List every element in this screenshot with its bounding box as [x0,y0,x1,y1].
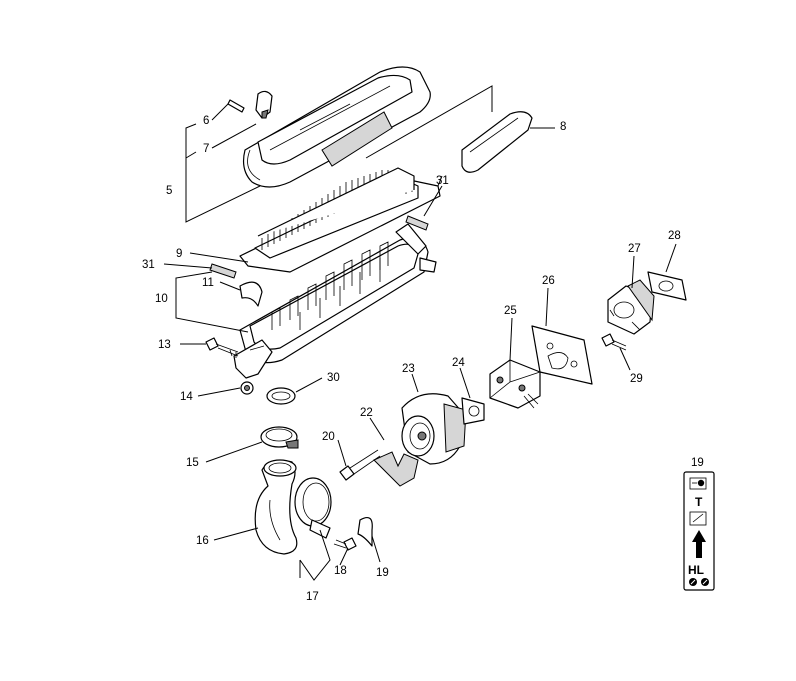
callout-labels: 6 7 5 8 31 9 31 11 10 13 14 30 15 16 17 … [142,115,681,603]
callout-25: 25 [504,305,517,317]
callout-22: 22 [360,407,373,419]
insulator-plate [531,325,593,385]
clamp-screw [333,537,357,551]
gasket-ring [266,387,296,405]
hose-clamp [260,426,299,449]
latch [255,90,273,119]
decal-callout-19: 19 [691,457,704,469]
choke-icon [689,477,707,490]
pin [227,99,245,113]
air-cleaner-cover [242,66,431,188]
spacer-seal-right [405,215,429,231]
callout-30: 30 [327,372,340,384]
air-filter-element [239,167,441,273]
intake-manifold [607,279,655,335]
callout-24: 24 [452,357,465,369]
throttle-icon [689,511,707,526]
decal-hl-text: HL [688,563,704,577]
callout-23: 23 [402,363,415,375]
carburetor [489,359,541,409]
adapter-housing [401,393,467,465]
callout-8: 8 [560,121,566,133]
callout-15: 15 [186,457,199,469]
manifold-bolt [601,333,627,351]
callout-19: 19 [376,567,389,579]
callout-14: 14 [180,391,193,403]
callout-9: 9 [176,248,182,260]
nut [240,381,254,395]
band-clamp [294,477,332,539]
callout-29: 29 [630,373,643,385]
screw [205,337,239,358]
callout-11: 11 [202,277,214,289]
intake-elbow [254,459,298,555]
adapter-gasket [461,397,485,425]
leader-lines [163,85,677,581]
spacer-seal-left [209,263,237,279]
callout-7: 7 [203,143,209,155]
callout-26: 26 [542,275,555,287]
bracket [373,451,419,487]
callout-16: 16 [196,535,209,547]
pre-filter [461,111,533,173]
label-strip [357,517,373,547]
callout-31-right: 31 [436,175,449,187]
callout-18: 18 [334,565,347,577]
callout-28: 28 [668,230,681,242]
bolt [339,449,381,481]
manifold-gasket [647,271,687,301]
callout-31-left: 31 [142,259,155,271]
arrow-up-icon [692,530,706,558]
decal-t-text: T [695,495,703,509]
callout-27: 27 [628,243,641,255]
callout-13: 13 [158,339,171,351]
callout-5: 5 [166,185,172,197]
callout-6: 6 [203,115,209,127]
air-cleaner-case [233,223,437,379]
seal-clip [239,281,263,307]
callout-17: 17 [306,591,319,603]
decal-label-panel: 19 T HL [683,457,715,591]
callout-10: 10 [155,293,168,305]
adjust-screws-icon [689,578,709,586]
callout-20: 20 [322,431,335,443]
